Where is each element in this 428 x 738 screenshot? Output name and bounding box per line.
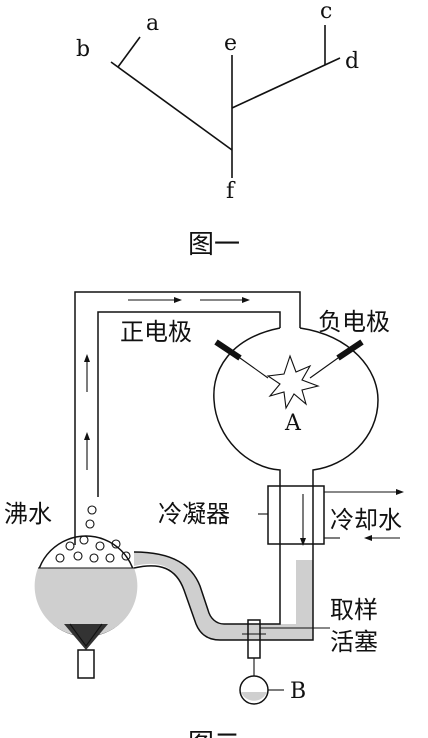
sampling-valve[interactable] — [242, 619, 266, 676]
label-sampling-valve-line2: 活塞 — [330, 628, 378, 656]
sphere-left-wall — [213, 327, 281, 548]
spark-icon — [266, 354, 320, 410]
figure1-tree: a b c d e f 图一 — [76, 0, 359, 260]
figure2-apparatus: 正电极 负电极 A 冷凝器 冷却水 — [4, 291, 404, 738]
label-condenser: 冷凝器 — [158, 500, 230, 528]
burner-flame-icon — [64, 623, 108, 679]
tree-branch-left — [110, 61, 233, 151]
negative-electrode — [309, 339, 364, 379]
boiling-flask-water — [34, 568, 138, 637]
node-label-c: c — [320, 0, 332, 24]
label-sample-flask-b: B — [290, 679, 306, 704]
figure2-caption: 图二 — [188, 729, 240, 738]
node-label-e: e — [224, 31, 237, 56]
return-tube-lower — [133, 548, 314, 641]
tree-branch-a — [117, 36, 141, 68]
node-label-b: b — [76, 37, 90, 62]
return-tube-water — [134, 552, 313, 640]
label-positive-electrode: 正电极 — [120, 318, 192, 346]
figure1-caption: 图一 — [188, 230, 240, 260]
label-spark-chamber-a: A — [284, 411, 302, 436]
sample-flask-liquid — [241, 692, 267, 701]
bubbles — [55, 505, 131, 563]
node-label-f: f — [226, 179, 236, 204]
tree-branch-right — [231, 57, 341, 109]
label-boiling-water: 沸水 — [4, 500, 52, 528]
tube-outer-loop — [74, 291, 301, 545]
node-label-d: d — [345, 49, 359, 74]
condenser-jacket — [267, 485, 325, 545]
label-negative-electrode: 负电极 — [318, 308, 390, 336]
label-sampling-valve-line1: 取样 — [330, 596, 378, 624]
sphere-right-wall — [299, 327, 379, 548]
positive-electrode — [214, 339, 269, 379]
return-tube-upper — [133, 548, 281, 625]
tube-inner-loop — [97, 311, 281, 497]
flow-arrows — [84, 297, 250, 470]
node-label-a: a — [146, 11, 159, 36]
label-cooling-water: 冷却水 — [330, 506, 402, 534]
